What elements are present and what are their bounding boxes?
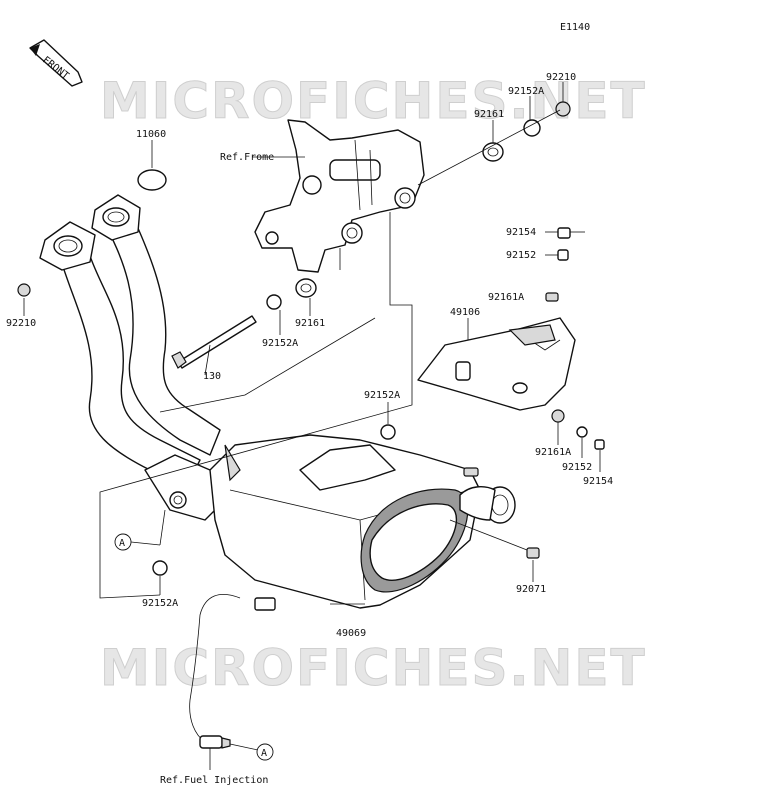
- collar-92152a-mid: [266, 294, 282, 310]
- collar-92152a-center: [380, 424, 396, 440]
- bolt-92154-low: [594, 439, 605, 450]
- label-11060: 11060: [136, 129, 166, 140]
- front-arrow-icon: FRONT: [29, 39, 83, 87]
- frame-bracket: [254, 119, 425, 273]
- label-92152-top: 92152: [506, 250, 536, 261]
- label-92210-top: 92210: [546, 72, 576, 83]
- collar-92152a-lower: [152, 560, 168, 576]
- collar-92152-low: [576, 426, 588, 438]
- label-49106: 49106: [450, 307, 480, 318]
- label-92154-low: 92154: [583, 476, 613, 487]
- watermark-top: MICROFICHES.NET: [100, 72, 647, 130]
- label-130: 130: [203, 371, 221, 382]
- collar-92152-top: [557, 249, 569, 261]
- connector-a-marker-upper: A: [114, 533, 132, 551]
- watermark-bottom: MICROFICHES.NET: [100, 639, 647, 697]
- collar-92152a-top: [523, 119, 541, 137]
- exhaust-headers: [39, 194, 226, 521]
- connector-a-upper-label: A: [119, 538, 125, 549]
- label-92210-left: 92210: [6, 318, 36, 329]
- label-92161-top: 92161: [474, 109, 504, 120]
- oxygen-sensor: [189, 594, 276, 749]
- label-92152-low: 92152: [562, 462, 592, 473]
- label-92152a-lower: 92152A: [142, 598, 178, 609]
- bolt-92154-top: [557, 227, 571, 239]
- gasket-11060: [137, 169, 167, 191]
- connector-a-marker-lower: A: [256, 743, 274, 761]
- bolt-130: [171, 315, 257, 369]
- damper-92161-mid: [295, 278, 317, 298]
- damper-92161a-top: [545, 292, 559, 302]
- muffler-49069: [209, 434, 516, 609]
- clamp-92071: [526, 547, 540, 559]
- label-92152a-top: 92152A: [508, 86, 544, 97]
- label-49069: 49069: [336, 628, 366, 639]
- connector-a-lower-label: A: [261, 748, 267, 759]
- nut-92210-left: [17, 283, 31, 297]
- label-92071: 92071: [516, 584, 546, 595]
- label-92154-top: 92154: [506, 227, 536, 238]
- ref-fuel-label: Ref.Fuel Injection: [160, 775, 268, 786]
- heat-guard-49106: [417, 317, 576, 411]
- label-92161a-top: 92161A: [488, 292, 524, 303]
- label-92161a-low: 92161A: [535, 447, 571, 458]
- label-92161-mid: 92161: [295, 318, 325, 329]
- label-92152a-center: 92152A: [364, 390, 400, 401]
- nut-92210-top: [555, 101, 571, 117]
- damper-92161a-low: [551, 409, 565, 423]
- ref-frame-label: Ref.Frome: [220, 152, 274, 163]
- label-92152a-mid: 92152A: [262, 338, 298, 349]
- diagram-code: E1140: [560, 22, 590, 33]
